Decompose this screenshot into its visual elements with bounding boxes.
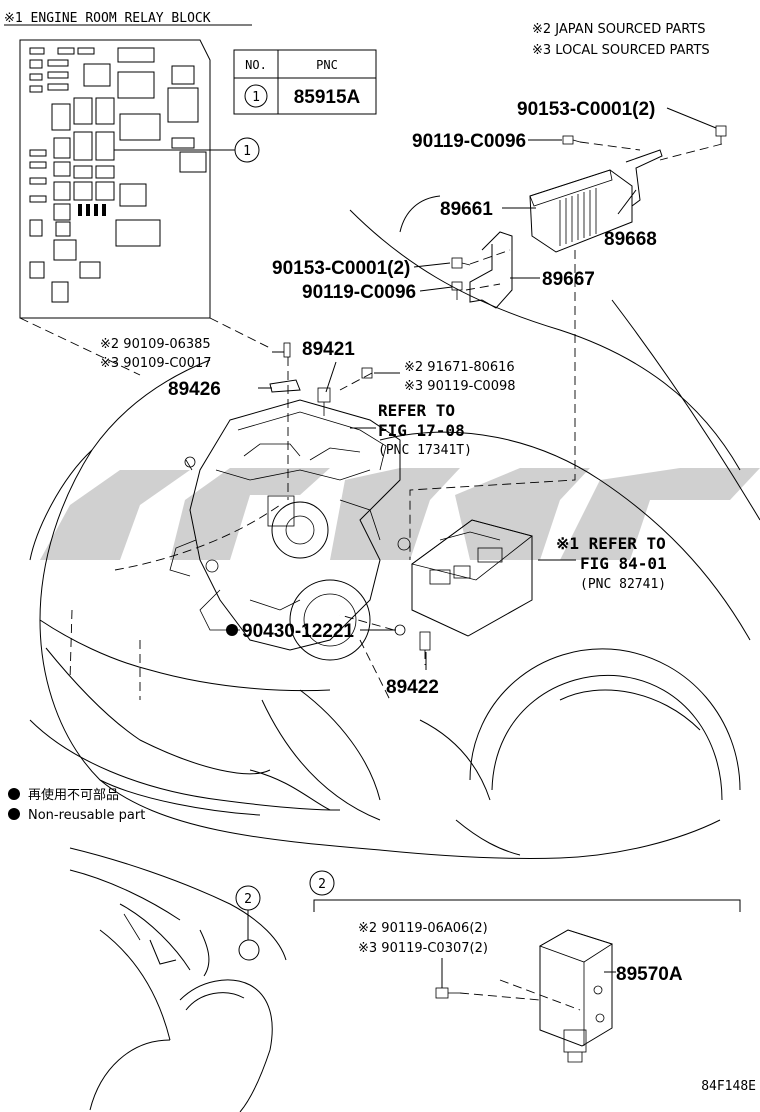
relay-box <box>411 519 533 637</box>
part-90153-mid: 90153-C0001(2) <box>272 258 410 279</box>
leader-lines-upper <box>413 107 717 292</box>
vehicle-outline <box>29 209 760 860</box>
non-reusable-legend: 再使用不可部品 Non-reusable part <box>8 787 145 823</box>
refer-84-line3: (PNC 82741) <box>580 577 666 592</box>
part-90119-c0307: ※3 90119-C0307(2) <box>358 941 488 956</box>
part-89426: 89426 <box>168 379 221 400</box>
part-90119-06a06: ※2 90119-06A06(2) <box>358 921 488 936</box>
refer-84-line1: ※1 REFER TO <box>556 534 666 553</box>
part-90153-top: 90153-C0001(2) <box>517 99 655 120</box>
pnc-table-row-pnc: 85915A <box>294 87 361 108</box>
part-90119-c0098: ※3 90119-C0098 <box>404 379 516 394</box>
legend-local-sourced: ※3 LOCAL SOURCED PARTS <box>532 43 710 58</box>
pnc-table: NO. PNC 1 85915A <box>233 49 377 115</box>
ecu-assembly <box>19 125 727 571</box>
part-90119-mid: 90119-C0096 <box>302 282 416 303</box>
part-89570a: 89570A <box>616 964 683 985</box>
figure-code: 84F148E <box>701 1079 756 1094</box>
legend-nonreusable-en: Non-reusable part <box>28 808 145 823</box>
pnc-table-col-pnc: PNC <box>316 58 338 72</box>
part-89661: 89661 <box>440 199 493 220</box>
refer-17-line1: REFER TO <box>378 401 455 420</box>
rear-car-view: 2 <box>69 847 287 1112</box>
callout-number-2-rear: 2 <box>244 892 252 907</box>
refer-17-line3: (PNC 17341T) <box>378 443 472 458</box>
part-91671-80616: ※2 91671-80616 <box>404 360 515 375</box>
part-89422: 89422 <box>386 677 439 698</box>
relay-block-title: ※1 ENGINE ROOM RELAY BLOCK <box>4 11 211 26</box>
part-90109-06385: ※2 90109-06385 <box>100 337 211 352</box>
engine-small-parts <box>269 342 431 665</box>
part-89668: 89668 <box>604 229 657 250</box>
callout-number-2-detail: 2 <box>318 877 326 892</box>
leader-lines-middle <box>258 351 576 670</box>
relay-block-inset: ※1 ENGINE ROOM RELAY BLOCK <box>4 11 260 319</box>
part-89667: 89667 <box>542 269 595 290</box>
legend-japan-sourced: ※2 JAPAN SOURCED PARTS <box>532 22 706 37</box>
detail-2: 2 ※2 90119-06A06(2) ※3 90119-C0307(2) 89… <box>309 870 741 1063</box>
refer-17-line2: FIG 17-08 <box>378 421 465 440</box>
legend-nonreusable-jp: 再使用不可部品 <box>28 787 119 803</box>
part-89421: 89421 <box>302 339 355 360</box>
part-90119-top: 90119-C0096 <box>412 131 526 152</box>
relay-fuse-grid <box>29 47 207 303</box>
refer-84-line2: FIG 84-01 <box>580 554 667 573</box>
part-90109-c0017: ※3 90109-C0017 <box>100 356 212 371</box>
pnc-table-col-no: NO. <box>245 58 267 72</box>
callout-circle-1 <box>234 137 260 163</box>
non-reusable-dot-90430 <box>226 624 238 636</box>
pnc-table-row-no: 1 <box>252 90 260 105</box>
callout-number-1: 1 <box>243 144 251 159</box>
part-90430-12221: 90430-12221 <box>242 621 354 642</box>
engine-block <box>169 399 411 661</box>
